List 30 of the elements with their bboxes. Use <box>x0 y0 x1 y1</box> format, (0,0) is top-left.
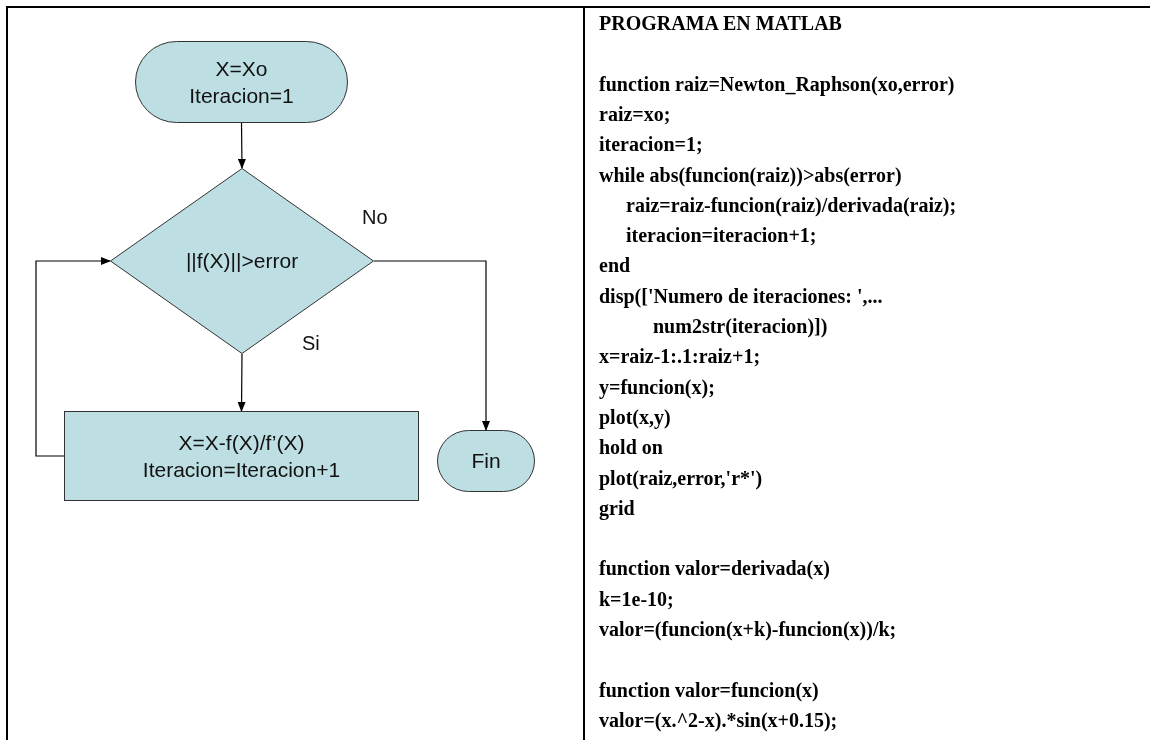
code-line: function valor=derivada(x) <box>599 556 830 581</box>
code-line: function raiz=Newton_Raphson(xo,error) <box>599 71 955 96</box>
code-line: raiz=raiz-funcion(raiz)/derivada(raiz); <box>626 192 957 217</box>
process-box <box>64 411 419 501</box>
code-line: y=funcion(x); <box>599 374 715 399</box>
code-line: num2str(iteracion)]) <box>653 314 828 338</box>
arrow <box>35 257 111 457</box>
code-line: end <box>599 253 631 278</box>
code-line: function valor=funcion(x) <box>599 677 819 702</box>
arrow <box>237 353 246 412</box>
code-line: raiz=xo; <box>599 101 671 126</box>
code-line: iteracion=iteracion+1; <box>626 223 817 248</box>
code-line: disp(['Numero de iteraciones: ',... <box>599 283 883 308</box>
code-line: while abs(funcion(raiz))>abs(error) <box>599 162 902 187</box>
code-line: valor=(funcion(x+k)-funcion(x))/k; <box>599 617 897 641</box>
arrow <box>373 260 490 431</box>
node-label: X=X-f(X)/f’(X) Iteracion=Iteracion+1 <box>141 429 342 483</box>
code-line: iteracion=1; <box>599 132 703 157</box>
code-line: grid <box>599 495 635 520</box>
code-line: plot(raiz,error,'r*') <box>599 465 763 490</box>
code-line: valor=(x.^2-x).*sin(x+0.15); <box>599 707 838 732</box>
code-line: k=1e-10; <box>599 586 674 611</box>
node-label: ||f(X)||>error <box>185 248 299 275</box>
node-label: Fin <box>471 448 501 475</box>
arrow <box>237 122 246 169</box>
code-line: plot(x,y) <box>599 404 671 429</box>
code-line: x=raiz-1:.1:raiz+1; <box>599 344 761 369</box>
column-heading: PROGRAMA EN MATLAB <box>599 11 842 35</box>
node-label: X=Xo Iteracion=1 <box>188 55 295 109</box>
code-line: hold on <box>599 435 663 460</box>
